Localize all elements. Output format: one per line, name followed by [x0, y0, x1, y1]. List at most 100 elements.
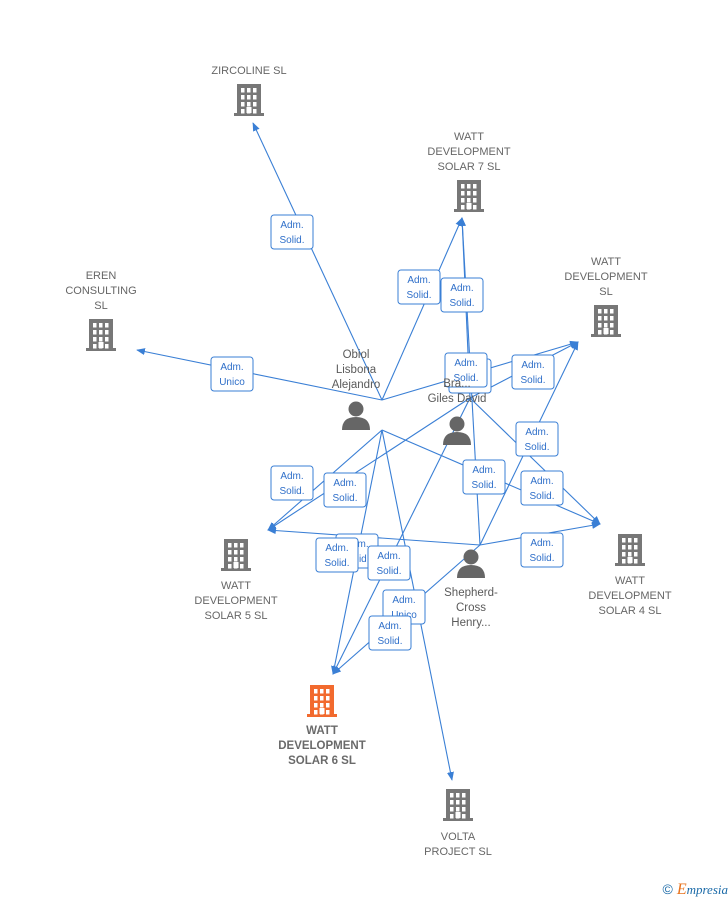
company-label-line: DEVELOPMENT	[427, 146, 510, 158]
company-label-line: DEVELOPMENT	[194, 595, 277, 607]
edge-obiol-zircoline	[252, 122, 383, 401]
edge-label-box	[444, 352, 488, 388]
building-icon	[307, 685, 337, 717]
edge-label-box	[323, 472, 367, 508]
edge-label-line: Adm.	[525, 427, 548, 438]
company-label-line: PROJECT SL	[424, 846, 492, 858]
edge-label-shepherd-wds7[interactable]: Adm. Solid.	[444, 352, 488, 388]
person-node-bra[interactable]: Bra...Giles David	[428, 378, 487, 445]
edge-label-shepherd-wd[interactable]: Adm.Solid.	[515, 421, 559, 457]
edge-label-line: Adm.	[472, 465, 495, 476]
edge-label-line: Adm.	[220, 362, 243, 373]
edge-label-box	[367, 545, 411, 581]
copyright-notice[interactable]: ©Empresia	[662, 881, 728, 899]
person-label-line: Alejandro	[332, 379, 381, 391]
brand-name: mpresia	[686, 882, 728, 897]
person-icon	[342, 401, 370, 430]
building-icon	[234, 84, 264, 116]
person-label-line: Giles David	[428, 393, 487, 405]
edge-label-line: Adm.	[325, 543, 348, 554]
building-icon	[591, 305, 621, 337]
building-icon	[221, 539, 251, 571]
company-label-line: SL	[599, 286, 612, 298]
edge-label-obiol-wd[interactable]: Adm. Solid.	[511, 354, 555, 390]
company-label-line: WATT	[615, 575, 645, 587]
edge-label-obiol-wds7[interactable]: Adm.Solid.	[397, 269, 441, 305]
edge-labels-layer: Adm.Solid.Adm.UnicoAdm.Solid.Adm.Solid.A…	[210, 214, 564, 651]
edge-label-obiol-wds5[interactable]: Adm.Solid.	[270, 465, 314, 501]
company-label-line: CONSULTING	[65, 285, 136, 297]
edge-label-bra-wds4[interactable]: Adm. Solid.	[520, 470, 564, 506]
edge-obiol-wds7	[381, 217, 463, 401]
edge-label-obiol-wds4[interactable]: Adm. Solid.	[462, 459, 506, 495]
person-label-line: Obiol	[343, 349, 370, 361]
edge-label-line: Solid.	[377, 636, 402, 647]
company-label-line: WATT	[221, 580, 251, 592]
edge-label-shepherd-wds4[interactable]: Adm. Solid.	[520, 532, 564, 568]
edge-label-line: Adm.	[530, 476, 553, 487]
edge-label-box	[270, 214, 314, 250]
person-label-line: Lisbona	[336, 364, 377, 376]
edge-label-box	[511, 354, 555, 390]
building-icon	[443, 789, 473, 821]
edge-label-line: Adm.	[333, 478, 356, 489]
company-label-line: SOLAR 7 SL	[438, 161, 501, 173]
edge-label-obiol-zircoline[interactable]: Adm.Solid.	[270, 214, 314, 250]
edge-label-box	[520, 532, 564, 568]
edge-label-line: Unico	[219, 377, 245, 388]
edge-label-obiol-wds6[interactable]: Adm.Solid.	[323, 472, 367, 508]
company-label-line: SL	[94, 300, 107, 312]
company-label-line: WATT	[591, 256, 621, 268]
edge-label-line: Solid.	[453, 373, 478, 384]
edge-label-line: Solid.	[520, 375, 545, 386]
copyright-symbol: ©	[662, 881, 673, 897]
edge-label-line: Solid.	[449, 298, 474, 309]
edge-label-bra-wds7[interactable]: Adm. Solid.	[440, 277, 484, 313]
edge-label-box	[397, 269, 441, 305]
edge-label-line: Solid.	[529, 553, 554, 564]
edge-label-box	[520, 470, 564, 506]
company-node-wds5[interactable]: WATT DEVELOPMENT SOLAR 5 SL	[194, 539, 278, 622]
person-node-shepherd[interactable]: Shepherd-CrossHenry...	[444, 549, 498, 630]
company-label-line: SOLAR 6 SL	[288, 755, 356, 767]
company-label-line: WATT	[454, 131, 484, 143]
edge-label-line: Adm.	[280, 471, 303, 482]
edge-bra-wds5	[267, 397, 471, 531]
edge-label-line: Adm.	[377, 551, 400, 562]
edge-label-line: Solid.	[471, 480, 496, 491]
edge-label-line: Solid.	[529, 491, 554, 502]
edge-label-line: Adm.	[530, 538, 553, 549]
company-node-wds7[interactable]: WATT DEVELOPMENT SOLAR 7 SL	[427, 131, 511, 212]
edge-label-box	[515, 421, 559, 457]
edge-label-line: Adm.	[454, 358, 477, 369]
edge-label-line: Adm.	[521, 360, 544, 371]
edge-bra-wds4	[469, 397, 601, 525]
edge-label-line: Solid.	[406, 290, 431, 301]
edge-label-shepherd-wds5[interactable]: Adm. Solid.	[315, 537, 359, 573]
company-node-zircoline[interactable]: ZIRCOLINE SL	[211, 65, 287, 116]
edge-label-obiol-eren[interactable]: Adm. Unico	[210, 356, 254, 392]
edge-label-line: Solid.	[324, 558, 349, 569]
edge-label-shepherd-wds6[interactable]: Adm.Solid.	[367, 545, 411, 581]
nodes-layer: ZIRCOLINE SL WATT DEVELOPMENT SOLAR 7 SL ERE…	[65, 65, 671, 858]
company-label-line: DEVELOPMENT	[588, 590, 671, 602]
edge-label-line: Adm.	[450, 283, 473, 294]
edge-label-bra-wds6[interactable]: Adm.Solid.	[368, 615, 412, 651]
person-icon	[443, 416, 471, 445]
company-label-line: SOLAR 5 SL	[205, 610, 268, 622]
building-icon	[615, 534, 645, 566]
edge-label-box	[315, 537, 359, 573]
company-label-line: EREN	[86, 270, 117, 282]
person-label-line: Henry...	[451, 617, 490, 629]
company-label-line: ZIRCOLINE SL	[211, 65, 286, 77]
company-node-eren[interactable]: EREN CONSULTING SL	[65, 270, 137, 351]
person-label-line: Cross	[456, 602, 486, 614]
company-label-line: WATT	[306, 725, 338, 737]
edge-obiol-eren	[136, 348, 383, 401]
